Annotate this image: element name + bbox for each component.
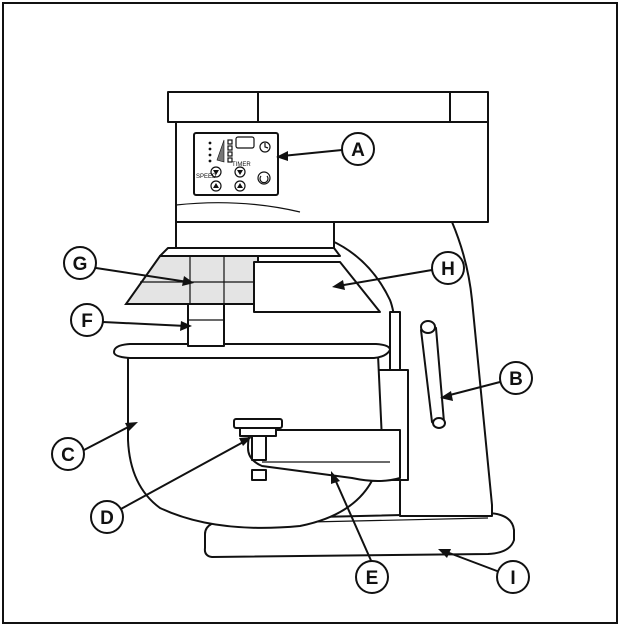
callout-b: B: [499, 361, 533, 395]
callout-a: A: [341, 132, 375, 166]
speed-down-button: [210, 166, 222, 178]
callout-h: H: [431, 251, 465, 285]
callout-f: F: [70, 303, 104, 337]
agitator-shaft: [187, 299, 225, 347]
svg-text:I: I: [510, 568, 515, 589]
svg-text:E: E: [366, 568, 379, 589]
start-stop-button: [257, 171, 271, 185]
timer-down-button: [234, 166, 246, 178]
control-panel: SPEED TIMER: [193, 132, 279, 196]
timer-label: TIMER: [232, 162, 251, 168]
svg-text:A: A: [351, 140, 365, 161]
speed-indicator-lights: [208, 139, 233, 163]
leader-lines: [83, 149, 501, 572]
svg-text:H: H: [441, 259, 455, 280]
bowl-guard: [253, 261, 381, 313]
svg-text:F: F: [81, 311, 93, 332]
bowl-locking-knob: [233, 418, 283, 481]
callout-d: D: [90, 500, 124, 534]
svg-text:G: G: [73, 254, 88, 275]
bowl-lift-handle: [420, 320, 446, 429]
callout-c: C: [51, 437, 85, 471]
speed-up-button: [210, 180, 222, 192]
callout-e: E: [355, 560, 389, 594]
speed-label: SPEED: [196, 174, 217, 180]
callout-g: G: [63, 246, 97, 280]
timer-up-button: [234, 180, 246, 192]
svg-text:D: D: [100, 508, 114, 529]
svg-text:B: B: [509, 369, 523, 390]
callout-i: I: [496, 560, 530, 594]
svg-text:C: C: [61, 445, 75, 466]
bowl-guard-window: [124, 255, 259, 305]
